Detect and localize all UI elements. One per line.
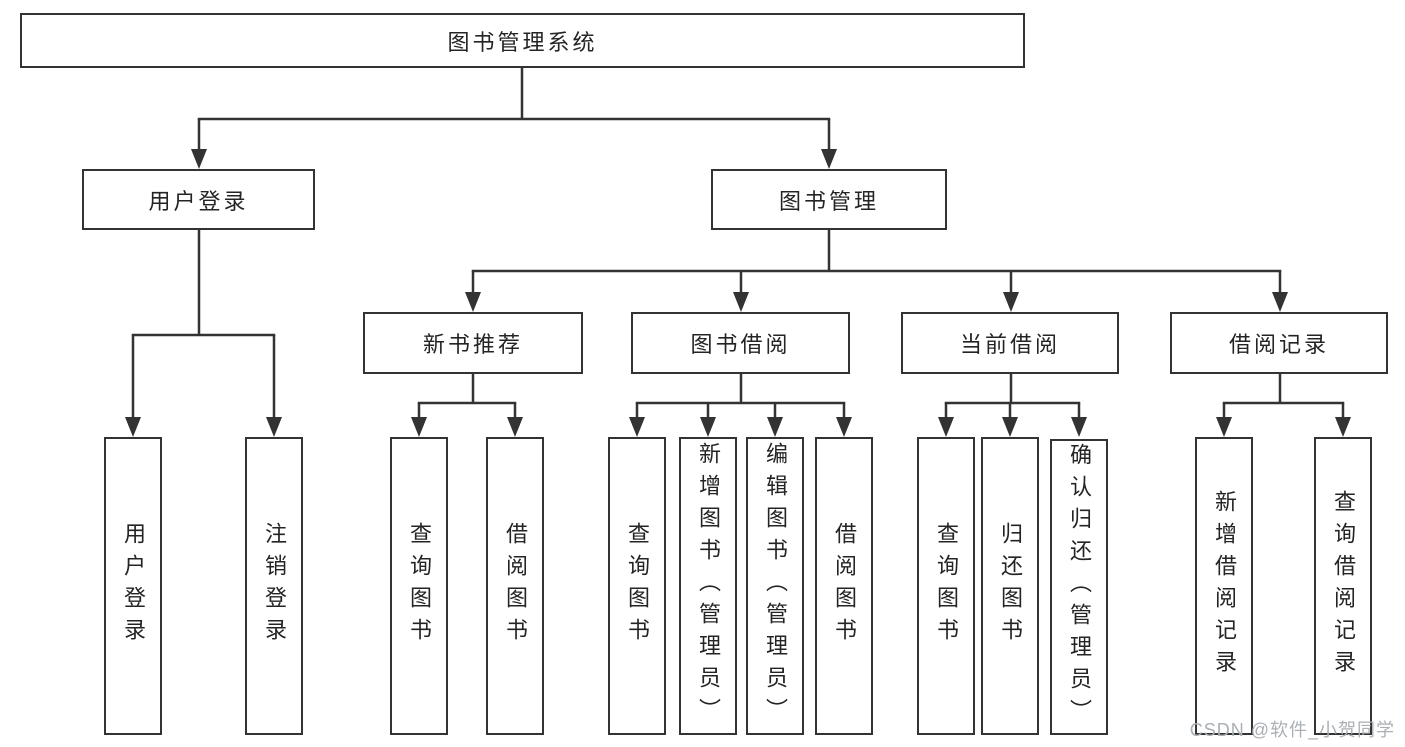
node-query-books-current: 查询图书 [917, 437, 975, 735]
node-query-books-borrow: 查询图书 [608, 437, 666, 735]
node-logout: 注销登录 [245, 437, 303, 735]
node-book-borrowing: 图书借阅 [631, 312, 850, 374]
node-new-book-recommendation: 新书推荐 [363, 312, 583, 374]
node-query-borrow-record: 查询借阅记录 [1314, 437, 1372, 735]
node-borrow-books-recommend: 借阅图书 [486, 437, 544, 735]
csdn-watermark: CSDN @软件_小贺同学 [1189, 720, 1395, 740]
node-user-login: 用户登录 [82, 169, 315, 230]
node-user-login-leaf: 用户登录 [104, 437, 162, 735]
node-edit-book-admin: 编辑图书（管理员） [746, 437, 804, 735]
node-current-borrowing: 当前借阅 [901, 312, 1119, 374]
node-return-books: 归还图书 [981, 437, 1039, 735]
node-borrow-books-leaf: 借阅图书 [815, 437, 873, 735]
node-add-book-admin: 新增图书（管理员） [679, 437, 737, 735]
node-library-system: 图书管理系统 [20, 13, 1025, 68]
node-confirm-return-admin: 确认归还（管理员） [1050, 439, 1108, 735]
node-borrowing-records: 借阅记录 [1170, 312, 1388, 374]
node-add-borrow-record: 新增借阅记录 [1195, 437, 1253, 735]
node-book-management: 图书管理 [711, 169, 947, 230]
node-query-books-recommend: 查询图书 [390, 437, 448, 735]
